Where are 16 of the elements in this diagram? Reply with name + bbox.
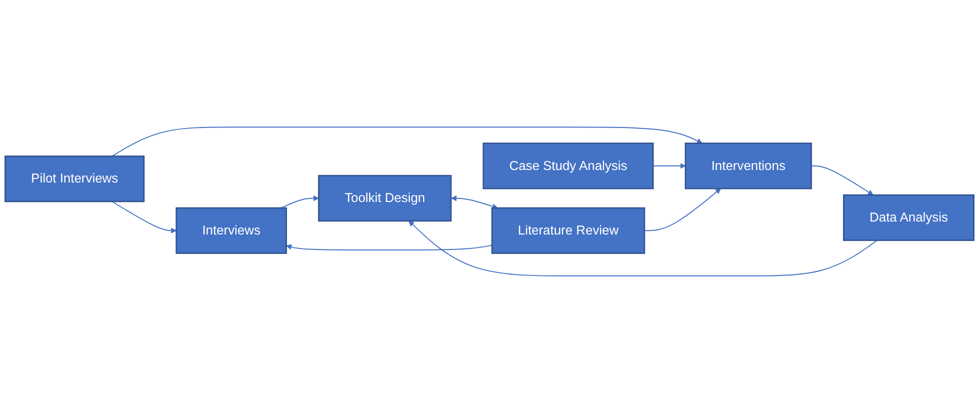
arrow [280, 195, 319, 208]
arrow [652, 163, 686, 169]
node-box: Data Analysis [843, 194, 974, 241]
node-box: Toolkit Design [318, 174, 452, 222]
node-box: Interviews [176, 207, 287, 254]
node-box: Interventions [684, 142, 812, 190]
arrow [112, 201, 177, 234]
arrow [112, 126, 702, 157]
node-box: Case Study Analysis [482, 142, 654, 190]
arrow [451, 195, 498, 210]
node-box: Literature Review [491, 207, 646, 254]
arrow [644, 188, 721, 232]
arrow [286, 244, 492, 251]
arrow [408, 220, 878, 276]
node-box: Pilot Interviews [4, 156, 145, 202]
arrow [810, 165, 874, 196]
